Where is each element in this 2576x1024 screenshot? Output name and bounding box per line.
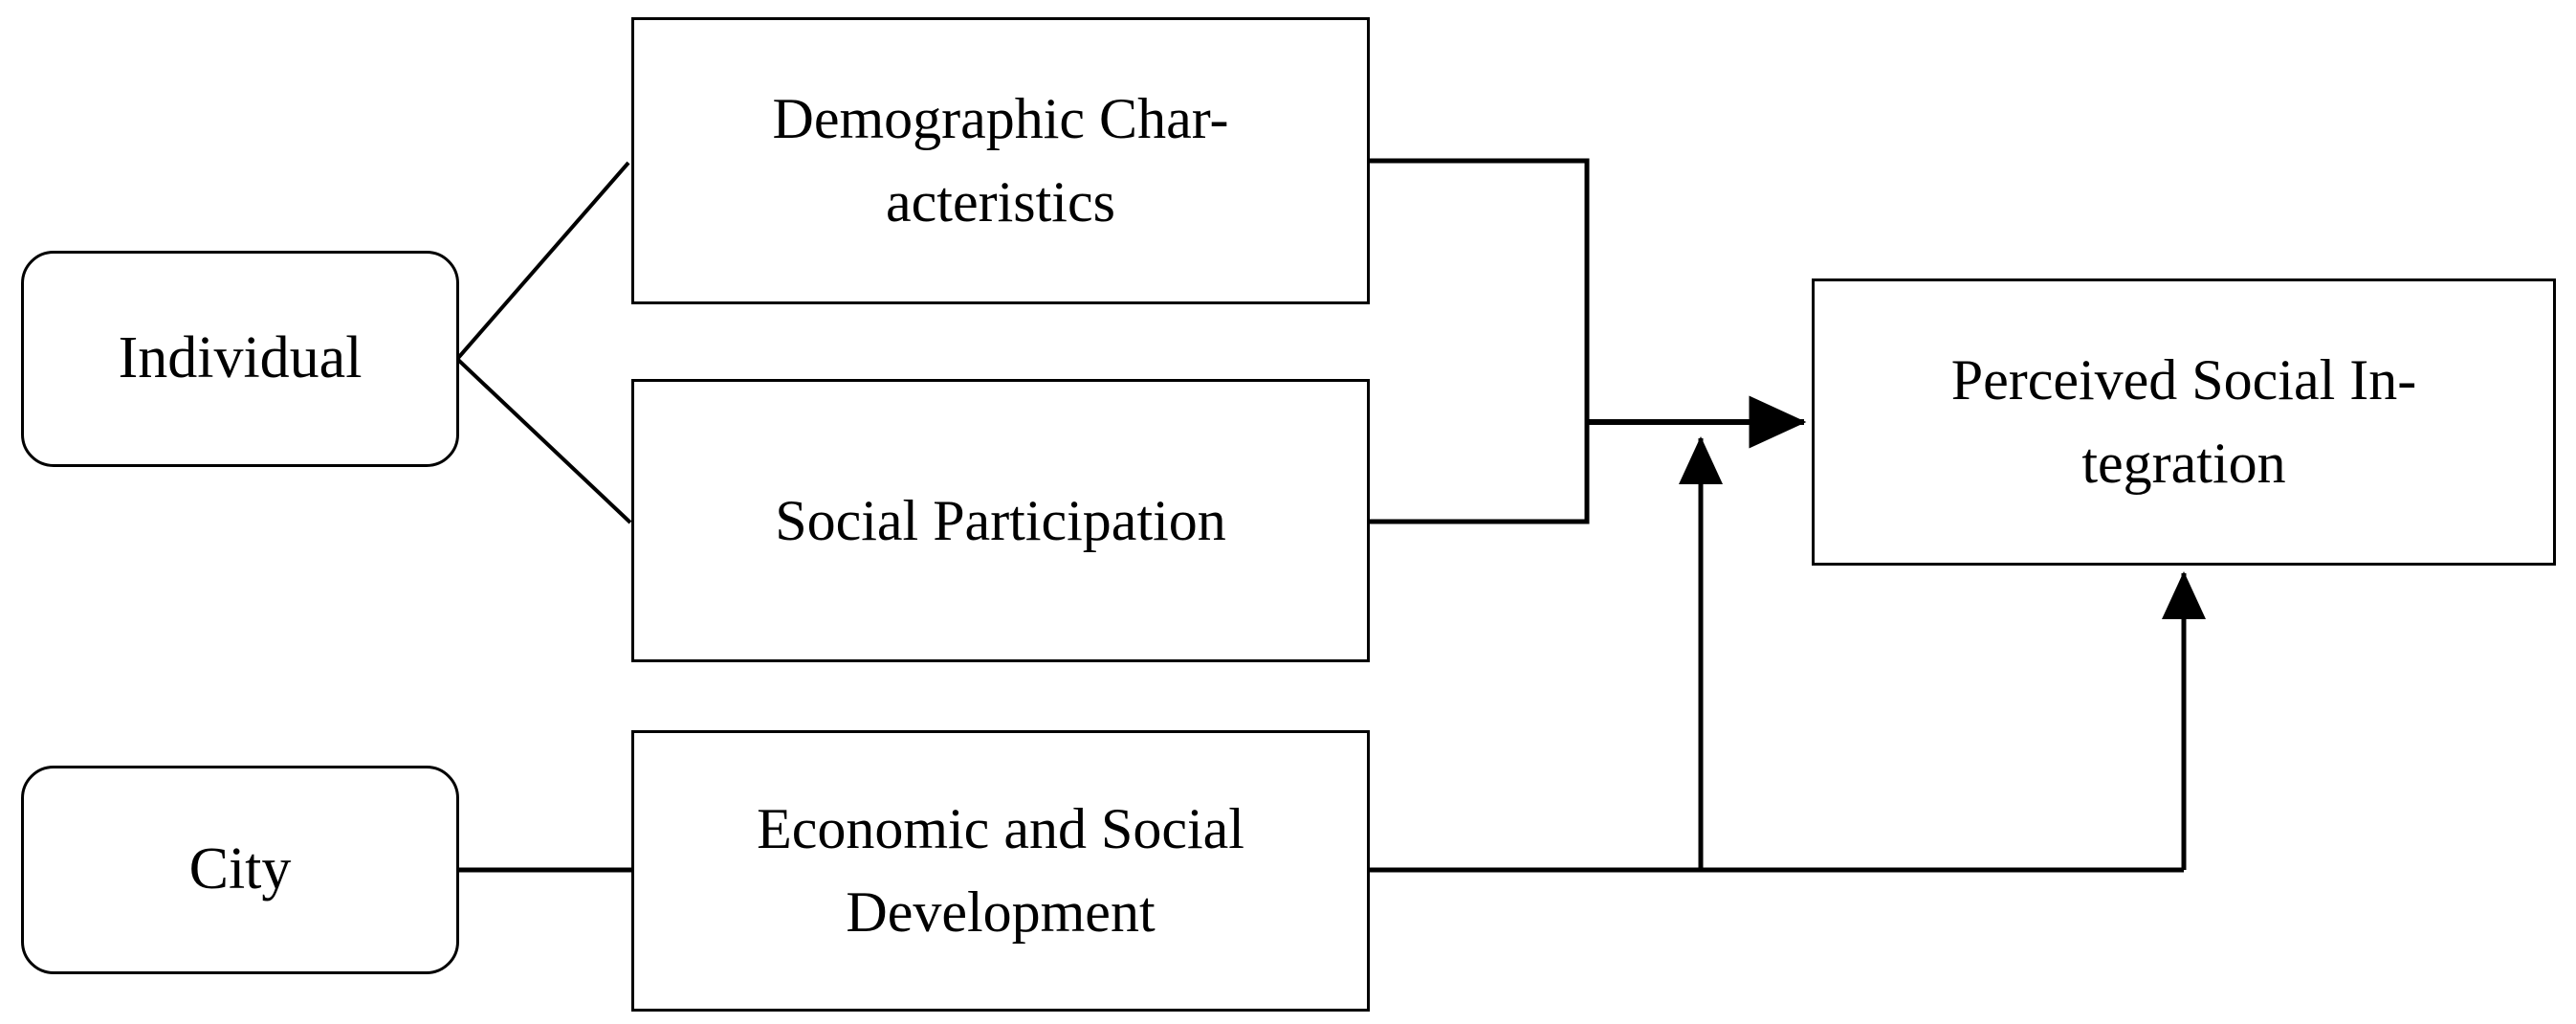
node-demographic-characteristics[interactable]: Demographic Char- acteristics <box>631 17 1370 304</box>
node-economic-and-social-development[interactable]: Economic and Social Development <box>631 730 1370 1012</box>
node-perceived-social-integration[interactable]: Perceived Social In- tegration <box>1812 278 2556 566</box>
node-perceived-social-integration-label: Perceived Social In- tegration <box>1950 348 2417 495</box>
edge-bracket-top-branch <box>1370 158 1590 524</box>
edge-individual-to-social-participation <box>456 358 632 524</box>
node-economic-and-social-development-label: Economic and Social Development <box>757 797 1244 944</box>
node-social-participation[interactable]: Social Participation <box>631 379 1370 662</box>
node-city[interactable]: City <box>21 766 459 974</box>
node-demographic-characteristics-label: Demographic Char- acteristics <box>772 87 1229 234</box>
node-individual-label: Individual <box>118 325 363 391</box>
node-individual[interactable]: Individual <box>21 251 459 467</box>
edge-individual-to-demographic <box>456 161 630 360</box>
node-social-participation-label: Social Participation <box>775 488 1226 552</box>
node-city-label: City <box>188 836 292 902</box>
